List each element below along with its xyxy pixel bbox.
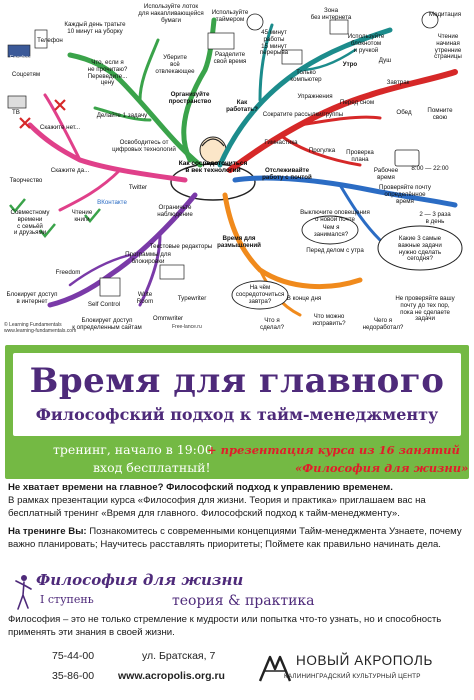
mm-say-no: Скажите нет... (39, 124, 81, 131)
title-banner: Время для главного Философский подход к … (5, 345, 469, 479)
mm-split: Разделите свой время (213, 51, 247, 65)
training-text: Познакомитесь с современными концепциями… (8, 525, 462, 550)
title-panel: Время для главного Философский подход к … (13, 353, 461, 436)
mm-check: Проверка плана (346, 149, 374, 163)
event-title: Время для главного (29, 361, 445, 401)
training-paragraph: На тренинге Вы: Познакомитесь с современ… (8, 526, 468, 552)
phone-number-1: 75-44-00 (52, 650, 95, 662)
mindmap-illustration: Как сосредоточиться в век технологий Fac… (0, 0, 474, 338)
mm-books: Чтение книги (71, 209, 93, 223)
mm-say-yes: Скажите да... (50, 167, 90, 174)
mm-what-done: Чем я занимался? (313, 224, 349, 238)
mm-check-mail: Не проверяйте вашу почту до тех пор, пок… (395, 295, 455, 323)
training-lead: На тренинге Вы: (8, 525, 87, 537)
course-name: «Философия для жизни» (295, 461, 469, 475)
mindmap-branches (7, 11, 463, 317)
mm-walk: Перед сном (339, 99, 375, 106)
mm-walking: Прогулка (308, 147, 336, 154)
mm-breakfast: Завтрак (386, 79, 410, 86)
course-subtitle: теория & практика (172, 593, 315, 609)
org-subtitle: КАЛИНИНГРАДСКИЙ КУЛЬТУРНЫЙ ЦЕНТР (284, 673, 421, 680)
mm-twitter: Twitter (128, 184, 148, 191)
mm-tv: ТВ (12, 109, 20, 116)
mm-not-read: Что, если я не прочитаю? Переведите... ц… (87, 59, 128, 87)
mm-block-sites: Блокирует доступ к определенным сайтам (72, 317, 142, 331)
mm-work-time: Рабочее время (373, 167, 399, 181)
mm-use-timer: Используйте таймером (211, 9, 249, 23)
training-time: тренинг, начало в 19:00 (53, 442, 213, 457)
mm-credit-mid: Free-lance.ru (172, 324, 202, 330)
mm-freedom: Freedom (55, 269, 81, 276)
mm-tasks: Какие 3 самые важные задачи нужно сделат… (398, 235, 442, 263)
mm-text-editors: Текстовые редакторы (149, 243, 213, 250)
mm-use-lotok: Используйте лоток для накапливающейся бу… (138, 3, 204, 24)
event-subtitle: Философский подход к тайм-менеджменту (35, 405, 439, 424)
mm-every-day: Каждый день тратьте 10 минут на уборку (64, 21, 126, 35)
mm-emails-groups: Сократите рассылки/группы (262, 111, 344, 118)
mm-cycle: Отслеживайте работу с почтой (262, 167, 312, 181)
mm-creative: Творчество (9, 177, 43, 184)
mm-credit-left: © Learning Fundamentals www.learning-fun… (4, 322, 77, 334)
mm-joint: Совместному времени с семьёй и друзьями (10, 209, 50, 237)
mm-organize: Организуйте пространство (168, 91, 212, 105)
philosophy-definition: Философия – это не только стремление к м… (8, 614, 442, 638)
course-logo: Философия для жизни I ступень теория & п… (14, 571, 344, 617)
mm-self-control: Self Control (87, 301, 121, 308)
phone-number-2: 35-86-00 (52, 670, 95, 682)
mm-set-time: Проверяйте почту определённое время (379, 184, 431, 205)
mm-morning: Утро (342, 61, 358, 68)
mm-time-22: 8:00 — 22:00 (411, 165, 449, 172)
mm-facebook: Facebook (10, 55, 35, 61)
mm-omni: Ommwriter (152, 315, 184, 322)
address: ул. Братская, 7 (142, 650, 216, 662)
mm-write-room: Write Room (136, 291, 154, 305)
mm-notebook: Используйте блокнотом и ручкой (347, 33, 385, 54)
mm-digital: Освободитесь от цифровых технологий (112, 139, 176, 153)
mm-day-results: Перед делом с утра (306, 247, 364, 254)
mm-reading: Чтение начиная утренние страницы (434, 33, 462, 61)
mm-no-internet: Зона без интернета (310, 7, 352, 21)
mm-unsub: Выключите оповещения о новой почте (300, 209, 370, 223)
course-promo: + презентация курса из 16 занятий (207, 443, 460, 457)
mm-socials: Соцсетям (11, 71, 41, 78)
intro-lead: Не хватает времени на главное? Философск… (8, 482, 393, 493)
mm-what-did: Что я сделал? (259, 317, 285, 331)
mm-one-task: Делайте 1 задачу (96, 112, 148, 119)
mm-45min: 45 минут работы 15 минут перерыва (259, 29, 289, 57)
mm-computer: Только компьютер (290, 69, 322, 83)
org-name: НОВЫЙ АКРОПОЛЬ (296, 653, 433, 668)
mm-block: Блокирует доступ в интернет (6, 291, 58, 305)
new-acropolis-logo-icon (258, 655, 292, 682)
mm-exercise: Упражнения (297, 93, 333, 100)
website-link[interactable]: www.acropolis.org.ru (118, 670, 225, 682)
dancer-icon (15, 575, 32, 610)
mm-phone: Телефон (37, 37, 63, 44)
mm-vk: ВКонтакте (97, 199, 127, 206)
mm-programs: Программы для блокировки (125, 251, 171, 265)
course-step: I ступень (40, 593, 94, 606)
mm-fix: Что можно исправить? (312, 313, 346, 327)
mm-cut: Ограничьте наблюдение (157, 204, 193, 218)
intro-text: В рамках презентации курса «Философия дл… (8, 494, 426, 519)
description: Не хватает времени на главное? Философск… (8, 482, 468, 557)
free-entry: вход бесплатный! (93, 460, 211, 475)
mm-shower: Душ (378, 57, 392, 64)
mm-end-day: В конце дня (286, 295, 322, 302)
mm-how-work: Как работать? (226, 99, 258, 113)
mm-what-expect: Чего я недоработал? (362, 317, 404, 331)
mm-remove: Уберите всё отвлекающее (155, 54, 195, 75)
mindmap-center-label: Как сосредоточиться в век технологий (178, 160, 248, 175)
course-title: Философия для жизни (36, 571, 244, 589)
footer: 75-44-00 35-86-00 ул. Братская, 7 www.ac… (0, 640, 474, 700)
intro-paragraph: Не хватает времени на главное? Философск… (8, 482, 468, 521)
mm-meditation: Медитация (428, 11, 462, 18)
mm-lunch: Обед (396, 109, 412, 116)
mm-typewriter: Typewriter (177, 295, 207, 302)
mm-two-three: 2 — 3 раза в день (419, 211, 451, 225)
mm-gym: Гимнастика (264, 139, 298, 146)
mm-reflection: Время для размышлений (217, 235, 261, 249)
mm-concentrate: На чём сосредоточиться завтра? (235, 284, 285, 305)
mm-sleep: Помните свою (427, 107, 453, 121)
